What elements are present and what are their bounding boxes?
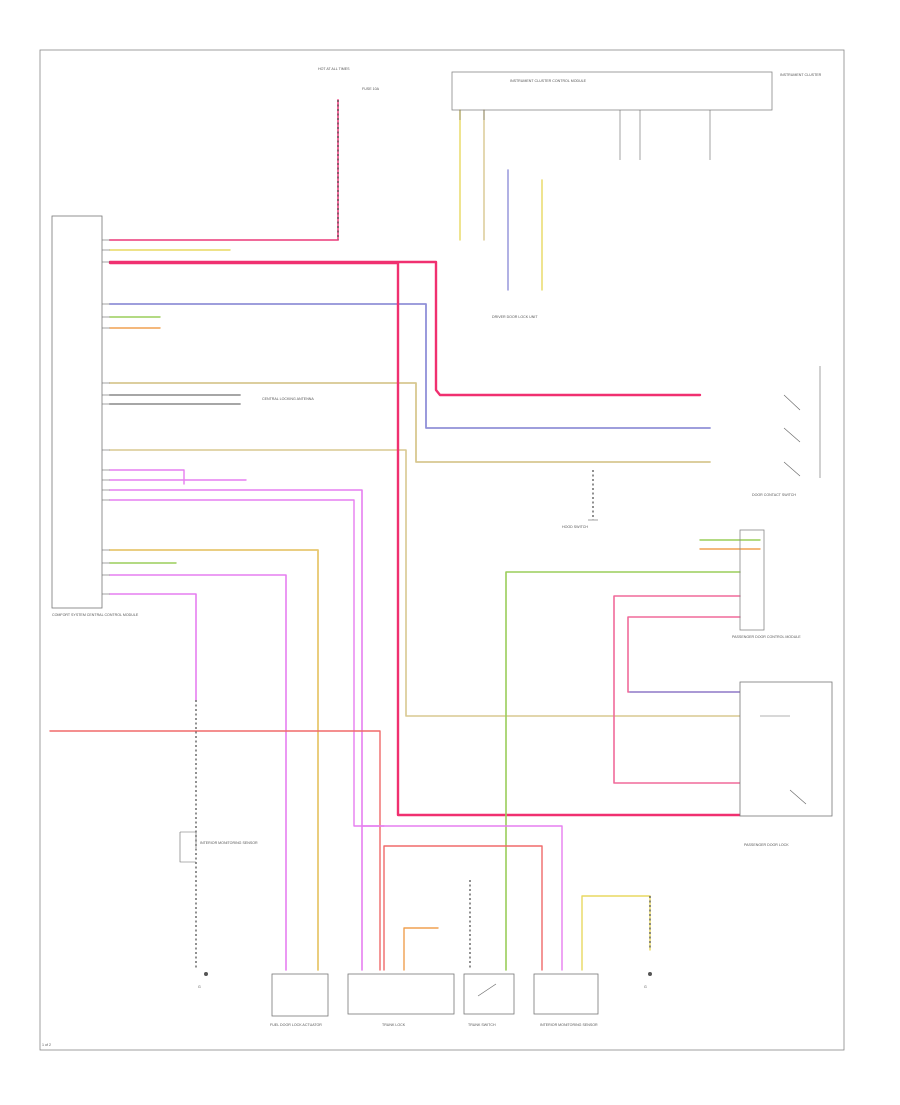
wire-violet-1 [109,469,185,485]
cluster-title: INSTRUMENT CLUSTER CONTROL MODULE [510,79,587,83]
wire-red-trunk [49,730,381,971]
wire-red-interior [383,845,543,971]
passenger-lock-label: PASSENGER DOOR LOCK [744,843,789,847]
antenna-note: CENTRAL LOCKING ANTENNA [262,397,314,401]
fuel-door-label: FUEL DOOR LOCK ACTUATOR [270,1023,322,1027]
door-switch-label: DOOR CONTACT SWITCH [752,493,796,497]
wire-pink-module-1 [613,595,741,784]
wire-violet-4 [109,499,385,827]
instrument-cluster-module [451,71,773,111]
interior-monitor-label: INTERIOR MONITORING SENSOR [540,1023,598,1027]
wires [49,99,761,971]
wire-orange-trunk [403,927,439,971]
ground-icon-2 [648,972,652,976]
wire-tan-passenger [109,449,741,717]
fuel-door-actuator [271,973,329,1017]
cluster-pins [459,110,711,160]
ground-icon-1 [204,972,208,976]
wire-red-door [108,260,702,397]
wire-green-module [505,571,741,971]
ground-label-2: G [644,985,647,989]
wire-yellow-sensor [581,895,651,971]
trunk-switch-label: TRUNK SWITCH [468,1023,496,1027]
fuse-top-label: FUSE 10A [362,87,380,91]
door-contact-switch [783,366,821,478]
wire-pink-interior [361,825,563,971]
central-control-module [51,215,103,609]
interior-sensor-label: INTERIOR MONITORING SENSOR [200,841,258,845]
dashed-wires [195,100,651,970]
hood-switch-label: HOOD SWITCH [562,525,588,529]
wire-violet-fuel [109,574,287,971]
page-ref: 1 of 2 [42,1043,51,1047]
wire-pink-module-2 [627,616,741,693]
trunk-lock-label: TRUNK LOCK [382,1023,406,1027]
passenger-door-module [739,529,765,631]
wire-tan-fuel [109,549,319,971]
trunk-switch-contact [477,983,497,997]
wire-power-feed [109,99,339,241]
diagram-border [39,49,845,1051]
central-module-pins [102,239,110,595]
passenger-module-label: PASSENGER DOOR CONTROL MODULE [732,635,801,639]
wire-violet-sensor [109,593,197,701]
passenger-door-lock [739,681,833,817]
interior-sensor-relay [179,831,197,863]
cluster-side-label: INSTRUMENT CLUSTER [780,73,822,77]
passenger-lock-switch [760,715,807,805]
wire-red-passenger [108,261,742,817]
wire-violet-3 [109,489,363,971]
central-module-label: COMFORT SYSTEM CENTRAL CONTROL MODULE [52,613,139,617]
driver-lock-label: DRIVER DOOR LOCK UNIT [492,315,538,319]
trunk-lock [347,973,455,1015]
interior-monitoring-sensor [533,973,599,1015]
wire-tan-hood [109,382,711,463]
power-top-label: HOT AT ALL TIMES [318,67,350,71]
ground-label-1: G [198,985,201,989]
wire-blue [109,303,711,429]
trunk-switch [463,973,515,1015]
